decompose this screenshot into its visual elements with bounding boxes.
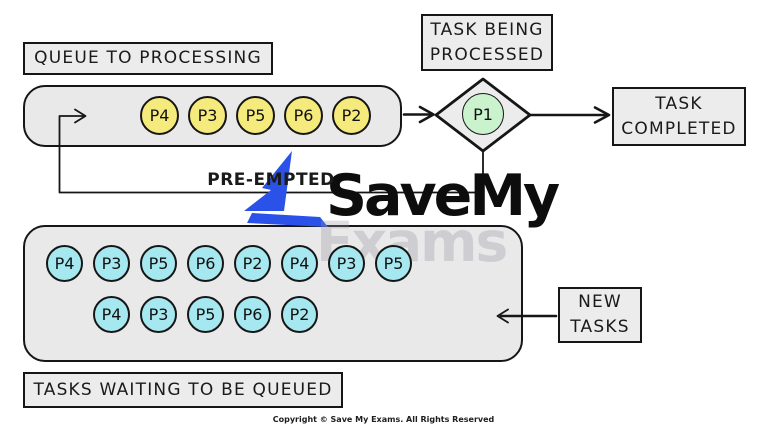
copyright-text: Copyright © Save My Exams. All Rights Re…: [272, 415, 495, 424]
processing-task-chip: P1: [462, 93, 504, 135]
waiting-task-chip: P4: [93, 296, 130, 333]
task-being-processed-label: TASK BEING PROCESSED: [421, 14, 553, 71]
waiting-task-chip: P4: [46, 245, 83, 282]
queue-task-chip: P5: [236, 96, 275, 135]
waiting-task-chip: P3: [93, 245, 130, 282]
queue-to-processing-label: QUEUE TO PROCESSING: [23, 42, 273, 75]
waiting-task-chip: P4: [281, 245, 318, 282]
tasks-waiting-label: TASKS WAITING TO BE QUEUED: [23, 372, 343, 408]
task-completed-label: TASK COMPLETED: [612, 87, 746, 146]
waiting-task-chip: P2: [234, 245, 271, 282]
queue-task-chip: P2: [332, 96, 371, 135]
queue-task-chip: P4: [140, 96, 179, 135]
waiting-items-row-1: P4 P3 P5 P6 P2 P4 P3 P5: [46, 245, 412, 282]
waiting-task-chip: P3: [140, 296, 177, 333]
waiting-task-chip: P5: [140, 245, 177, 282]
waiting-task-chip: P2: [281, 296, 318, 333]
queue-to-processor-arrowhead-icon: [418, 105, 435, 124]
waiting-items-row-2: P4 P3 P5 P6 P2: [93, 296, 318, 333]
waiting-task-chip: P6: [234, 296, 271, 333]
waiting-task-chip: P5: [187, 296, 224, 333]
pre-empted-label: PRE-EMPTED: [207, 170, 335, 190]
waiting-task-chip: P3: [328, 245, 365, 282]
new-tasks-label: NEW TASKS: [558, 287, 642, 343]
queue-task-chip: P6: [284, 96, 323, 135]
processor-to-completed-arrowhead-icon: [593, 106, 611, 124]
waiting-task-chip: P5: [375, 245, 412, 282]
waiting-task-chip: P6: [187, 245, 224, 282]
watermark-savemy-text: SaveMy: [326, 163, 560, 229]
queue-task-chip: P3: [188, 96, 227, 135]
